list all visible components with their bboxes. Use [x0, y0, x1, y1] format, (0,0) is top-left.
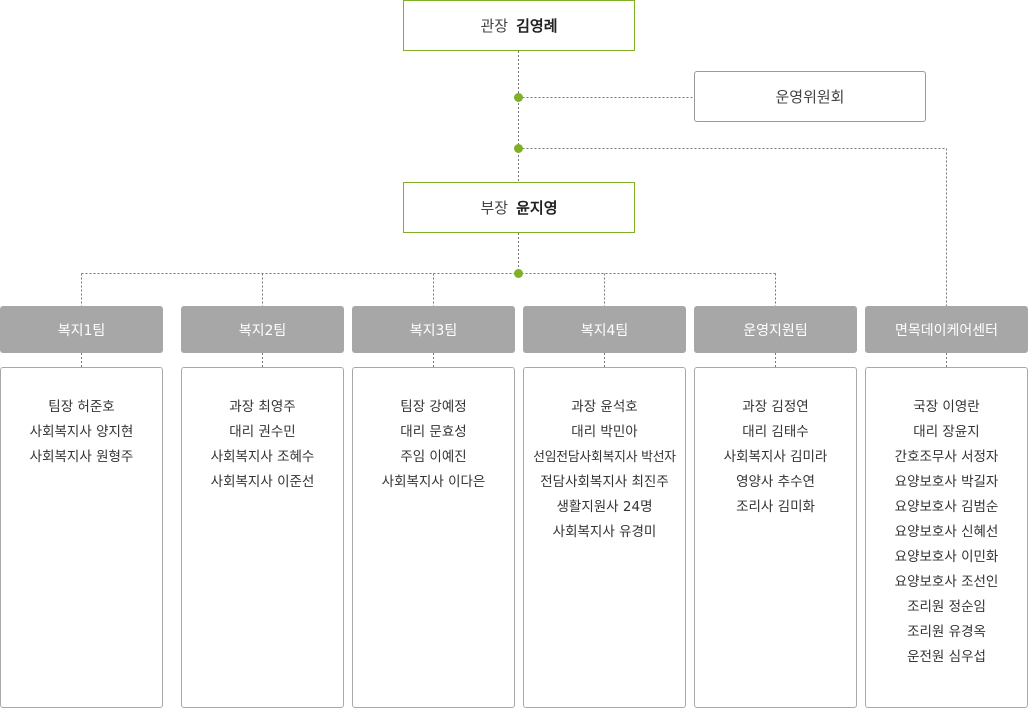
member-item: 과장 윤석호: [571, 399, 638, 415]
committee-label: 운영위원회: [775, 88, 845, 106]
team-header: 복지3팀: [352, 306, 515, 353]
committee-box: 운영위원회: [694, 71, 926, 122]
team-title: 면목데이케어센터: [894, 322, 999, 339]
member-item: 사회복지사 양지현: [29, 424, 134, 440]
member-item: 사회복지사 조혜수: [210, 449, 315, 465]
team-members-box: 과장 김정연 대리 김태수 사회복지사 김미라 영양사 추수연 조리사 김미화: [694, 367, 857, 708]
member-item: 간호조무사 서정자: [894, 449, 999, 465]
member-item: 사회복지사 이다은: [381, 474, 486, 490]
deputy-role: 부장: [480, 199, 509, 217]
junction-dot: [514, 269, 523, 278]
member-item: 사회복지사 이준선: [210, 474, 315, 490]
team-header: 복지2팀: [181, 306, 344, 353]
member-item: 조리원 유경옥: [907, 624, 986, 640]
member-item: 전담사회복지사 최진주: [540, 474, 669, 490]
member-item: 조리원 정순임: [907, 599, 986, 615]
member-item: 요양보호사 이민화: [894, 549, 999, 565]
team-members-box: 국장 이영란 대리 장윤지 간호조무사 서정자 요양보호사 박길자 요양보호사 …: [865, 367, 1028, 708]
team-members-box: 팀장 허준호 사회복지사 양지현 사회복지사 원형주: [0, 367, 163, 708]
member-item: 요양보호사 신혜선: [894, 524, 999, 540]
director-role: 관장: [480, 17, 509, 35]
member-item: 대리 장윤지: [913, 424, 980, 440]
team-header: 복지4팀: [523, 306, 686, 353]
team-title: 운영지원팀: [743, 322, 808, 339]
deputy-name: 윤지영: [516, 199, 558, 217]
member-item: 요양보호사 김범순: [894, 499, 999, 515]
director-box: 관장 김영례: [403, 0, 635, 51]
member-item: 팀장 강예정: [400, 399, 467, 415]
team-header: 운영지원팀: [694, 306, 857, 353]
junction-dot: [514, 93, 523, 102]
member-item: 국장 이영란: [913, 399, 980, 415]
member-item: 운전원 심우섭: [907, 649, 986, 665]
member-item: 과장 김정연: [742, 399, 809, 415]
member-item: 대리 권수민: [229, 424, 296, 440]
team-title: 복지2팀: [238, 322, 287, 339]
member-item: 대리 박민아: [571, 424, 638, 440]
member-item: 요양보호사 박길자: [894, 474, 999, 490]
member-item: 사회복지사 김미라: [723, 449, 828, 465]
member-item: 영양사 추수연: [736, 474, 815, 490]
member-item: 사회복지사 원형주: [29, 449, 134, 465]
team-header: 면목데이케어센터: [865, 306, 1028, 353]
deputy-box: 부장 윤지영: [403, 182, 635, 233]
member-item: 사회복지사 유경미: [552, 524, 657, 540]
team-title: 복지1팀: [57, 322, 106, 339]
junction-dot: [514, 144, 523, 153]
member-item: 팀장 허준호: [48, 399, 115, 415]
member-item: 선임전담사회복지사 박선자: [533, 450, 676, 465]
member-item: 과장 최영주: [229, 399, 296, 415]
team-members-box: 과장 윤석호 대리 박민아 선임전담사회복지사 박선자 전담사회복지사 최진주 …: [523, 367, 686, 708]
member-item: 대리 김태수: [742, 424, 809, 440]
member-item: 요양보호사 조선인: [894, 574, 999, 590]
member-item: 대리 문효성: [400, 424, 467, 440]
team-members-box: 과장 최영주 대리 권수민 사회복지사 조혜수 사회복지사 이준선: [181, 367, 344, 708]
team-title: 복지3팀: [409, 322, 458, 339]
team-members-box: 팀장 강예정 대리 문효성 주임 이예진 사회복지사 이다은: [352, 367, 515, 708]
team-header: 복지1팀: [0, 306, 163, 353]
director-name: 김영례: [516, 17, 558, 35]
member-item: 주임 이예진: [400, 449, 467, 465]
team-title: 복지4팀: [580, 322, 629, 339]
member-item: 조리사 김미화: [736, 499, 815, 515]
member-item: 생활지원사 24명: [556, 499, 653, 515]
